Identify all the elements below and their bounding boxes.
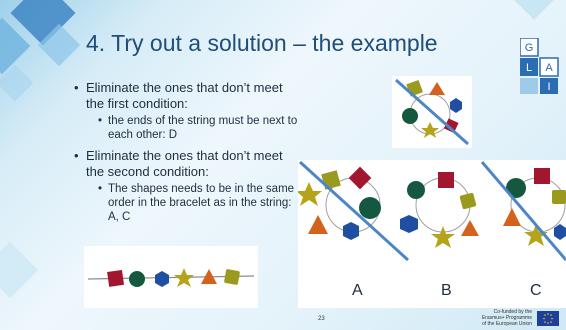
bullet-item: Eliminate the ones that don’t meet the f… (74, 80, 304, 112)
bracelet-c (482, 162, 566, 260)
cofunded-line: of the European Union (472, 321, 532, 327)
eu-flag-icon (537, 311, 559, 326)
svg-text:G: G (525, 42, 534, 54)
background-diamond (0, 242, 38, 299)
option-label-c: C (530, 282, 542, 300)
cofunded-text: Co-funded by the Erasmus+ Programme of t… (472, 309, 532, 327)
string-illustration (84, 246, 258, 308)
string-panel (84, 246, 258, 308)
option-d-panel (392, 76, 472, 148)
bullet-list: Eliminate the ones that don’t meet the f… (74, 80, 304, 230)
glai-logo: G L A I (520, 38, 560, 94)
sub-bullet-item: The shapes needs to be in the same order… (98, 182, 304, 224)
svg-text:L: L (526, 62, 532, 74)
page-number: 23 (318, 316, 325, 322)
bullet-item: Eliminate the ones that don’t meet the s… (74, 148, 304, 180)
background-diamond (514, 0, 554, 20)
slide-title: 4. Try out a solution – the example (86, 30, 438, 57)
bracelet-options (298, 160, 566, 308)
bracelet-a (298, 162, 408, 260)
bracelet-b (400, 172, 479, 248)
option-label-b: B (441, 282, 452, 300)
bracelet-d (392, 76, 472, 148)
sub-bullet-item: the ends of the string must be next to e… (98, 114, 304, 142)
svg-text:I: I (547, 81, 550, 93)
option-label-a: A (352, 282, 363, 300)
svg-text:A: A (545, 62, 553, 74)
options-panel: A B C (298, 160, 566, 308)
